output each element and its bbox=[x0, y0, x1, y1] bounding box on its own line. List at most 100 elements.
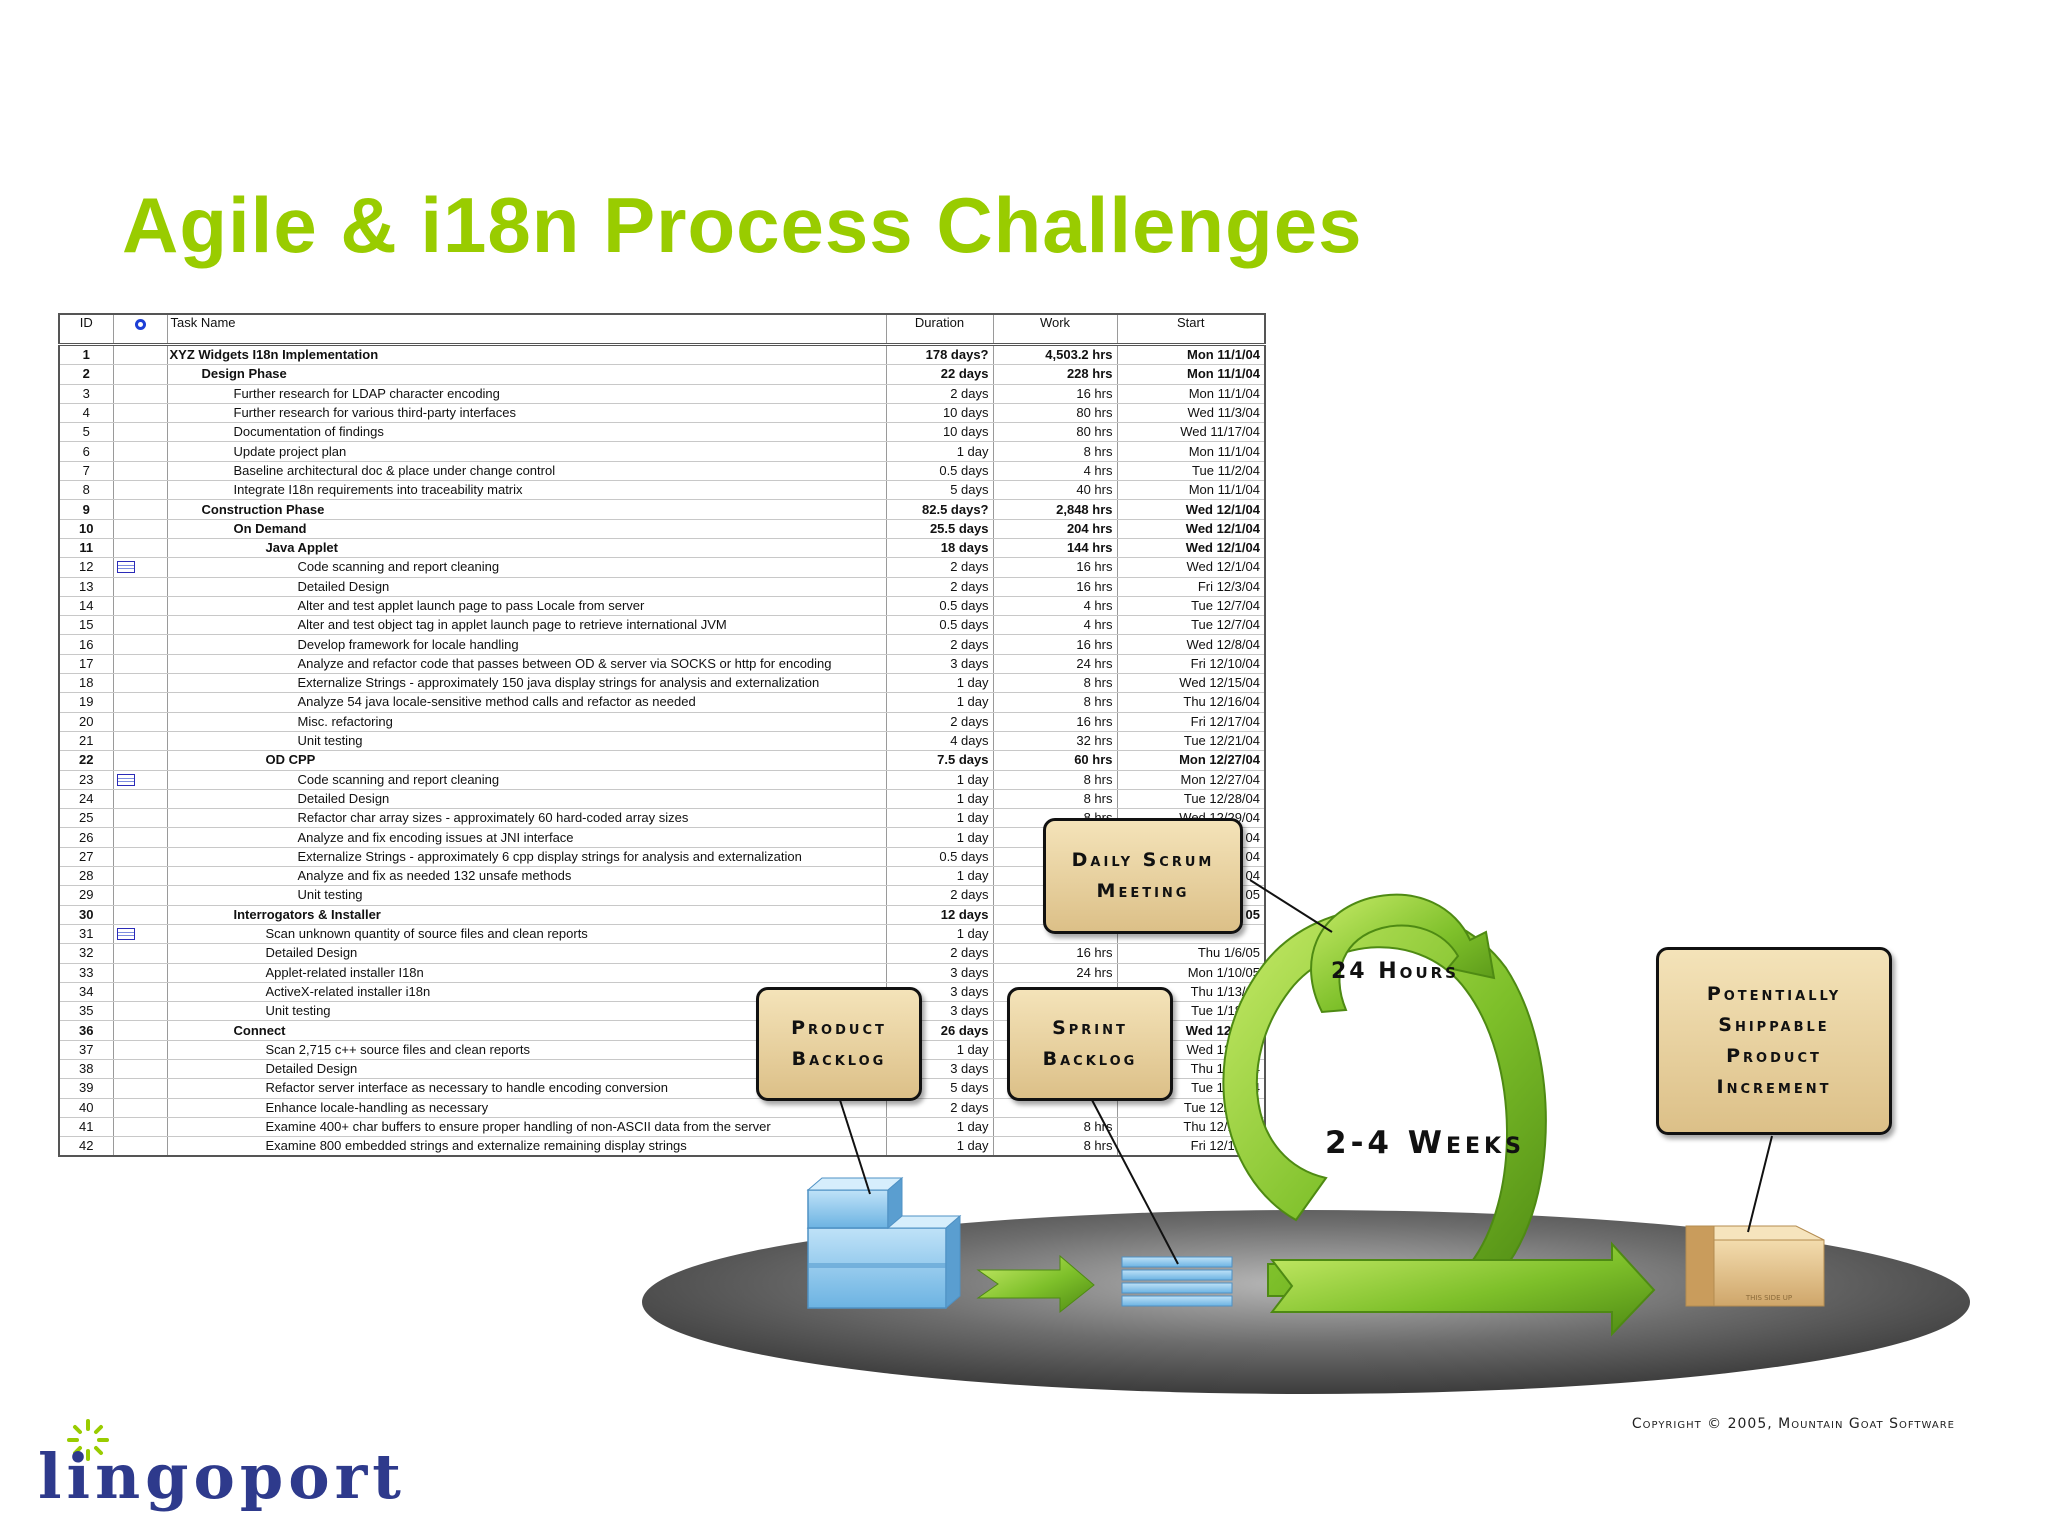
daily-scrum-callout: Daily Scrum Meeting bbox=[1043, 818, 1243, 934]
row-id: 42 bbox=[58, 1136, 114, 1157]
row-task-name: Misc. refactoring bbox=[166, 712, 887, 732]
row-start: Tue 12/7/04 bbox=[1116, 615, 1266, 636]
row-id: 37 bbox=[58, 1040, 114, 1060]
row-task-name: Detailed Design bbox=[166, 577, 887, 597]
row-id: 40 bbox=[58, 1098, 114, 1118]
row-duration: 2 days bbox=[885, 885, 994, 906]
row-id: 26 bbox=[58, 827, 114, 848]
row-start: Tue 12/21/04 bbox=[1116, 731, 1266, 752]
row-work: 16 hrs bbox=[992, 943, 1118, 964]
header-id: ID bbox=[58, 313, 114, 346]
row-task-name: ActiveX-related installer i18n bbox=[166, 982, 887, 1003]
row-indicator bbox=[112, 770, 168, 790]
row-duration: 1 day bbox=[885, 789, 994, 810]
row-duration: 10 days bbox=[885, 403, 994, 424]
row-task-name: Analyze and refactor code that passes be… bbox=[166, 654, 887, 675]
row-start: Fri 12/3/04 bbox=[1116, 577, 1266, 597]
row-duration: 1 day bbox=[885, 692, 994, 713]
weeks-label: 2-4 Weeks bbox=[1325, 1125, 1525, 1161]
note-icon bbox=[116, 773, 135, 786]
row-id: 14 bbox=[58, 596, 114, 617]
row-work: 24 hrs bbox=[992, 654, 1118, 675]
row-task-name: Detailed Design bbox=[166, 943, 887, 964]
row-task-name: Develop framework for locale handling bbox=[166, 634, 887, 655]
row-task-name: Interrogators & Installer bbox=[166, 905, 887, 925]
row-duration: 0.5 days bbox=[885, 596, 994, 617]
row-task-name: Further research for LDAP character enco… bbox=[166, 384, 887, 404]
logo-text: lingoport bbox=[38, 1440, 406, 1513]
row-task-name: Refactor server interface as necessary t… bbox=[166, 1078, 887, 1099]
row-start: Mon 11/1/04 bbox=[1116, 344, 1266, 366]
row-id: 32 bbox=[58, 943, 114, 964]
row-task-name: Enhance locale-handling as necessary bbox=[166, 1098, 887, 1118]
product-backlog-cubes bbox=[806, 1176, 962, 1310]
row-start: Tue 11/2/04 bbox=[1116, 461, 1266, 482]
row-duration: 12 days bbox=[885, 905, 994, 925]
row-task-name: Unit testing bbox=[166, 731, 887, 752]
row-duration: 2 days bbox=[885, 577, 994, 597]
row-id: 28 bbox=[58, 866, 114, 887]
row-work: 80 hrs bbox=[992, 403, 1118, 424]
row-task-name: Further research for various third-party… bbox=[166, 403, 887, 424]
row-task-name: Examine 800 embedded strings and externa… bbox=[166, 1136, 887, 1157]
row-start: Mon 12/27/04 bbox=[1116, 770, 1266, 790]
row-start: Wed 12/1/04 bbox=[1116, 557, 1266, 578]
note-icon bbox=[116, 928, 135, 941]
row-task-name: OD CPP bbox=[166, 750, 887, 771]
row-id: 24 bbox=[58, 789, 114, 810]
row-task-name: XYZ Widgets I18n Implementation bbox=[166, 344, 887, 366]
row-work: 8 hrs bbox=[992, 1117, 1118, 1138]
row-work: 8 hrs bbox=[992, 1136, 1118, 1157]
leader-daily-scrum bbox=[1249, 879, 1333, 933]
row-work: 32 hrs bbox=[992, 731, 1118, 752]
row-start: Mon 11/1/04 bbox=[1116, 480, 1266, 501]
row-duration: 0.5 days bbox=[885, 847, 994, 868]
row-duration: 7.5 days bbox=[885, 750, 994, 771]
gantt-row[interactable]: 42 Examine 800 embedded strings and exter… bbox=[58, 1136, 1266, 1157]
row-id: 10 bbox=[58, 519, 114, 539]
row-work: 60 hrs bbox=[992, 750, 1118, 771]
row-task-name: Java Applet bbox=[166, 538, 887, 559]
row-work: 144 hrs bbox=[992, 538, 1118, 559]
row-start: Wed 12/15/04 bbox=[1116, 673, 1266, 694]
row-duration: 2 days bbox=[885, 943, 994, 964]
row-task-name: Unit testing bbox=[166, 1001, 887, 1022]
row-work: 16 hrs bbox=[992, 384, 1118, 404]
row-id: 39 bbox=[58, 1078, 114, 1099]
header-start: Start bbox=[1116, 313, 1266, 346]
row-id: 13 bbox=[58, 577, 114, 597]
header-task-name: Task Name bbox=[166, 313, 887, 346]
row-work: 16 hrs bbox=[992, 577, 1118, 597]
